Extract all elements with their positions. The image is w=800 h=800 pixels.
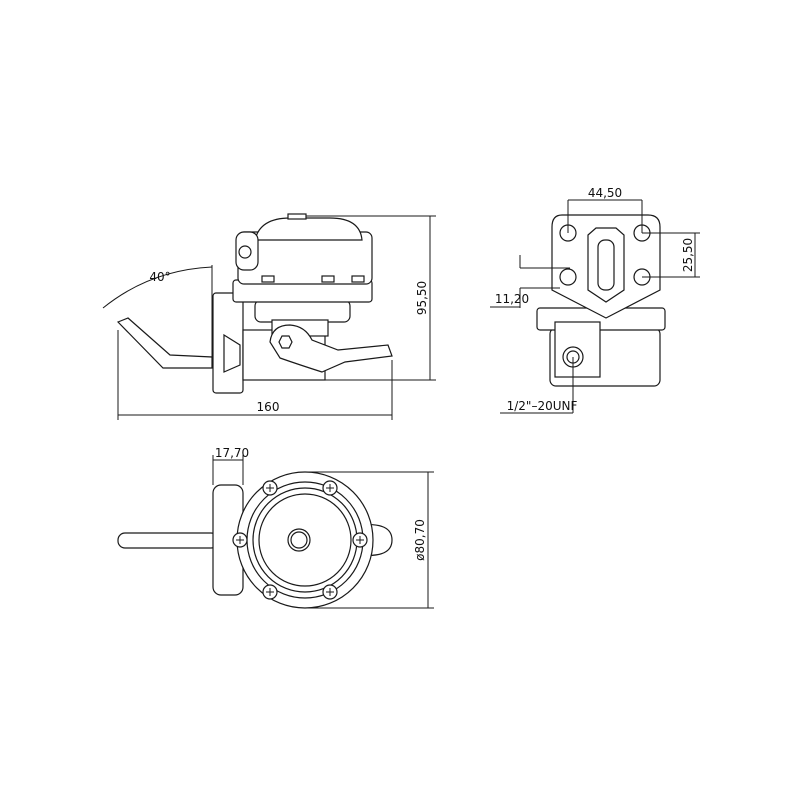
front-view [490,199,700,414]
screws [232,480,368,600]
offset-dim-label: 11,20 [495,292,529,306]
bottom-view [117,455,434,609]
thread-label: 1/2"–20UNF [507,399,578,413]
flange-thickness-label: 17,70 [215,446,249,460]
angle-dim-label: 40° [149,270,170,284]
side-view [102,213,436,420]
hole-spacing-v-label: 25,50 [681,238,695,272]
diameter-dim-label: ø80,70 [413,519,427,561]
length-dim-label: 160 [257,400,280,414]
hole-spacing-h-label: 44,50 [588,186,622,200]
height-dim-label: 95,50 [415,281,429,315]
